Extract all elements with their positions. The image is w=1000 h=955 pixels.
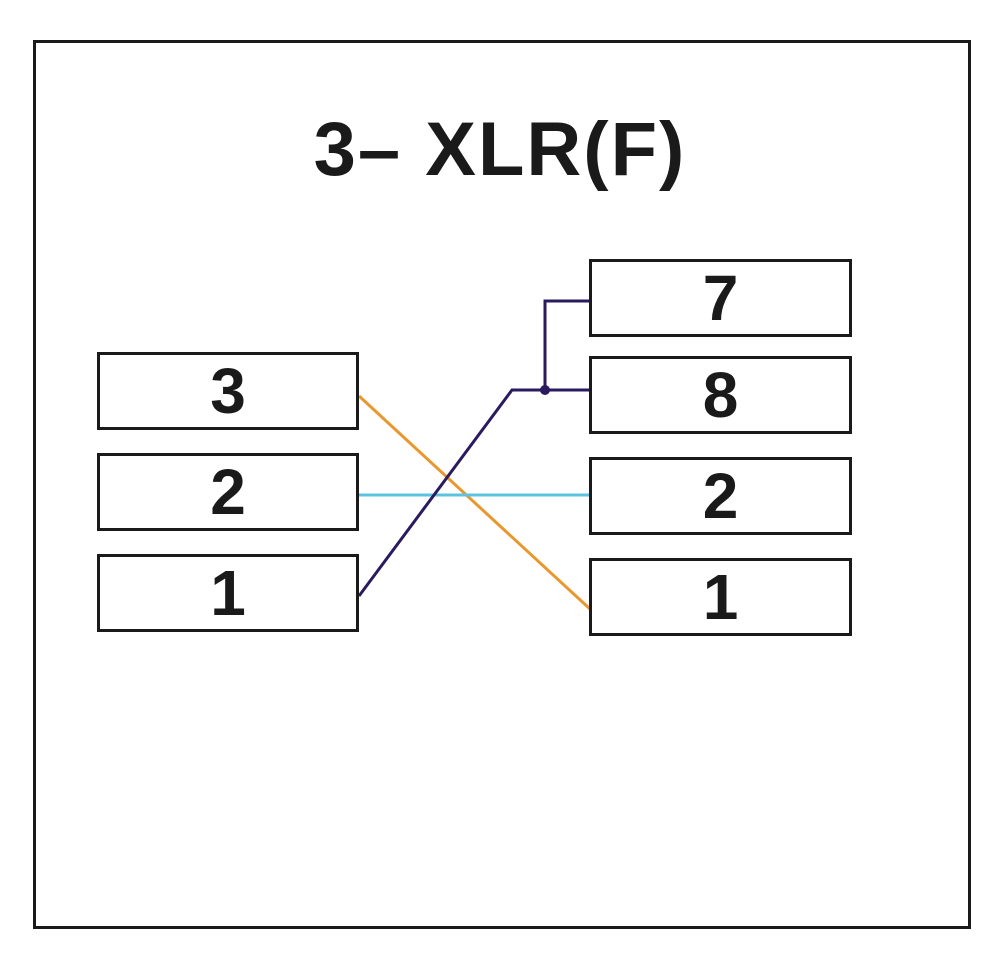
right-pin-8: 8 xyxy=(589,356,852,434)
right-pin-2: 2 xyxy=(589,457,852,535)
right-pin-7: 7 xyxy=(589,259,852,337)
right-pin-1: 1 xyxy=(589,558,852,636)
diagram-title: 3– XLR(F) xyxy=(313,107,687,192)
left-pin-1: 1 xyxy=(97,554,359,632)
left-pin-3: 3 xyxy=(97,352,359,430)
left-pin-2: 2 xyxy=(97,453,359,531)
diagram-frame xyxy=(33,40,971,929)
